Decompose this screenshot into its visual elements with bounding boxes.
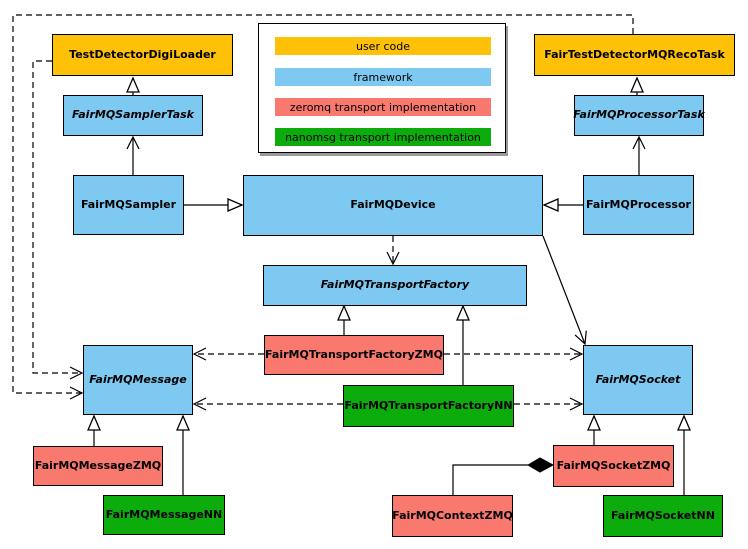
node-fairmqtransportfactory: FairMQTransportFactory [263,265,527,306]
legend: user code framework zeromq transport imp… [258,23,506,153]
edge-fairmqdevice-to-fairmqsocket [542,235,587,346]
legend-item-zeromq: zeromq transport implementation [275,98,491,116]
node-fairmqsampler: FairMQSampler [73,175,184,235]
node-fairmqmessage: FairMQMessage [83,345,193,415]
legend-item-framework: framework [275,68,491,86]
node-fairmqdevice: FairMQDevice [243,175,543,236]
node-fairmqsocket: FairMQSocket [583,345,693,415]
legend-item-nanomsg: nanomsg transport implementation [275,128,491,146]
node-fairmqsamplertask: FairMQSamplerTask [63,95,203,136]
node-fairmqtransportfactoryzmq: FairMQTransportFactoryZMQ [264,335,444,375]
node-fairmqprocessor: FairMQProcessor [583,175,694,235]
edge-testdetectordigiloader-to-fairmqmessage [32,60,84,380]
legend-item-user-code: user code [275,37,491,55]
node-testdetectordigiloader: TestDetectorDigiLoader [52,34,233,76]
edge-fairtestdetectormqrecotask-to-fairmqmessage [12,14,634,400]
node-fairmqmessagenn: FairMQMessageNN [103,495,225,535]
edge-fairmqcontextzmq-to-fairmqsocketzmq [452,464,528,495]
node-fairmqmessagezmq: FairMQMessageZMQ [33,446,163,486]
node-fairmqtransportfactorynn: FairMQTransportFactoryNN [343,385,514,427]
node-fairtestdetectormqrecotask: FairTestDetectorMQRecoTask [534,34,735,76]
aggregation-diamond [527,457,555,473]
node-fairmqcontextzmq: FairMQContextZMQ [392,495,513,537]
node-fairmqprocessortask: FairMQProcessorTask [573,95,705,136]
node-fairmqsocketnn: FairMQSocketNN [603,495,723,537]
node-fairmqsocketzmq: FairMQSocketZMQ [553,445,674,487]
